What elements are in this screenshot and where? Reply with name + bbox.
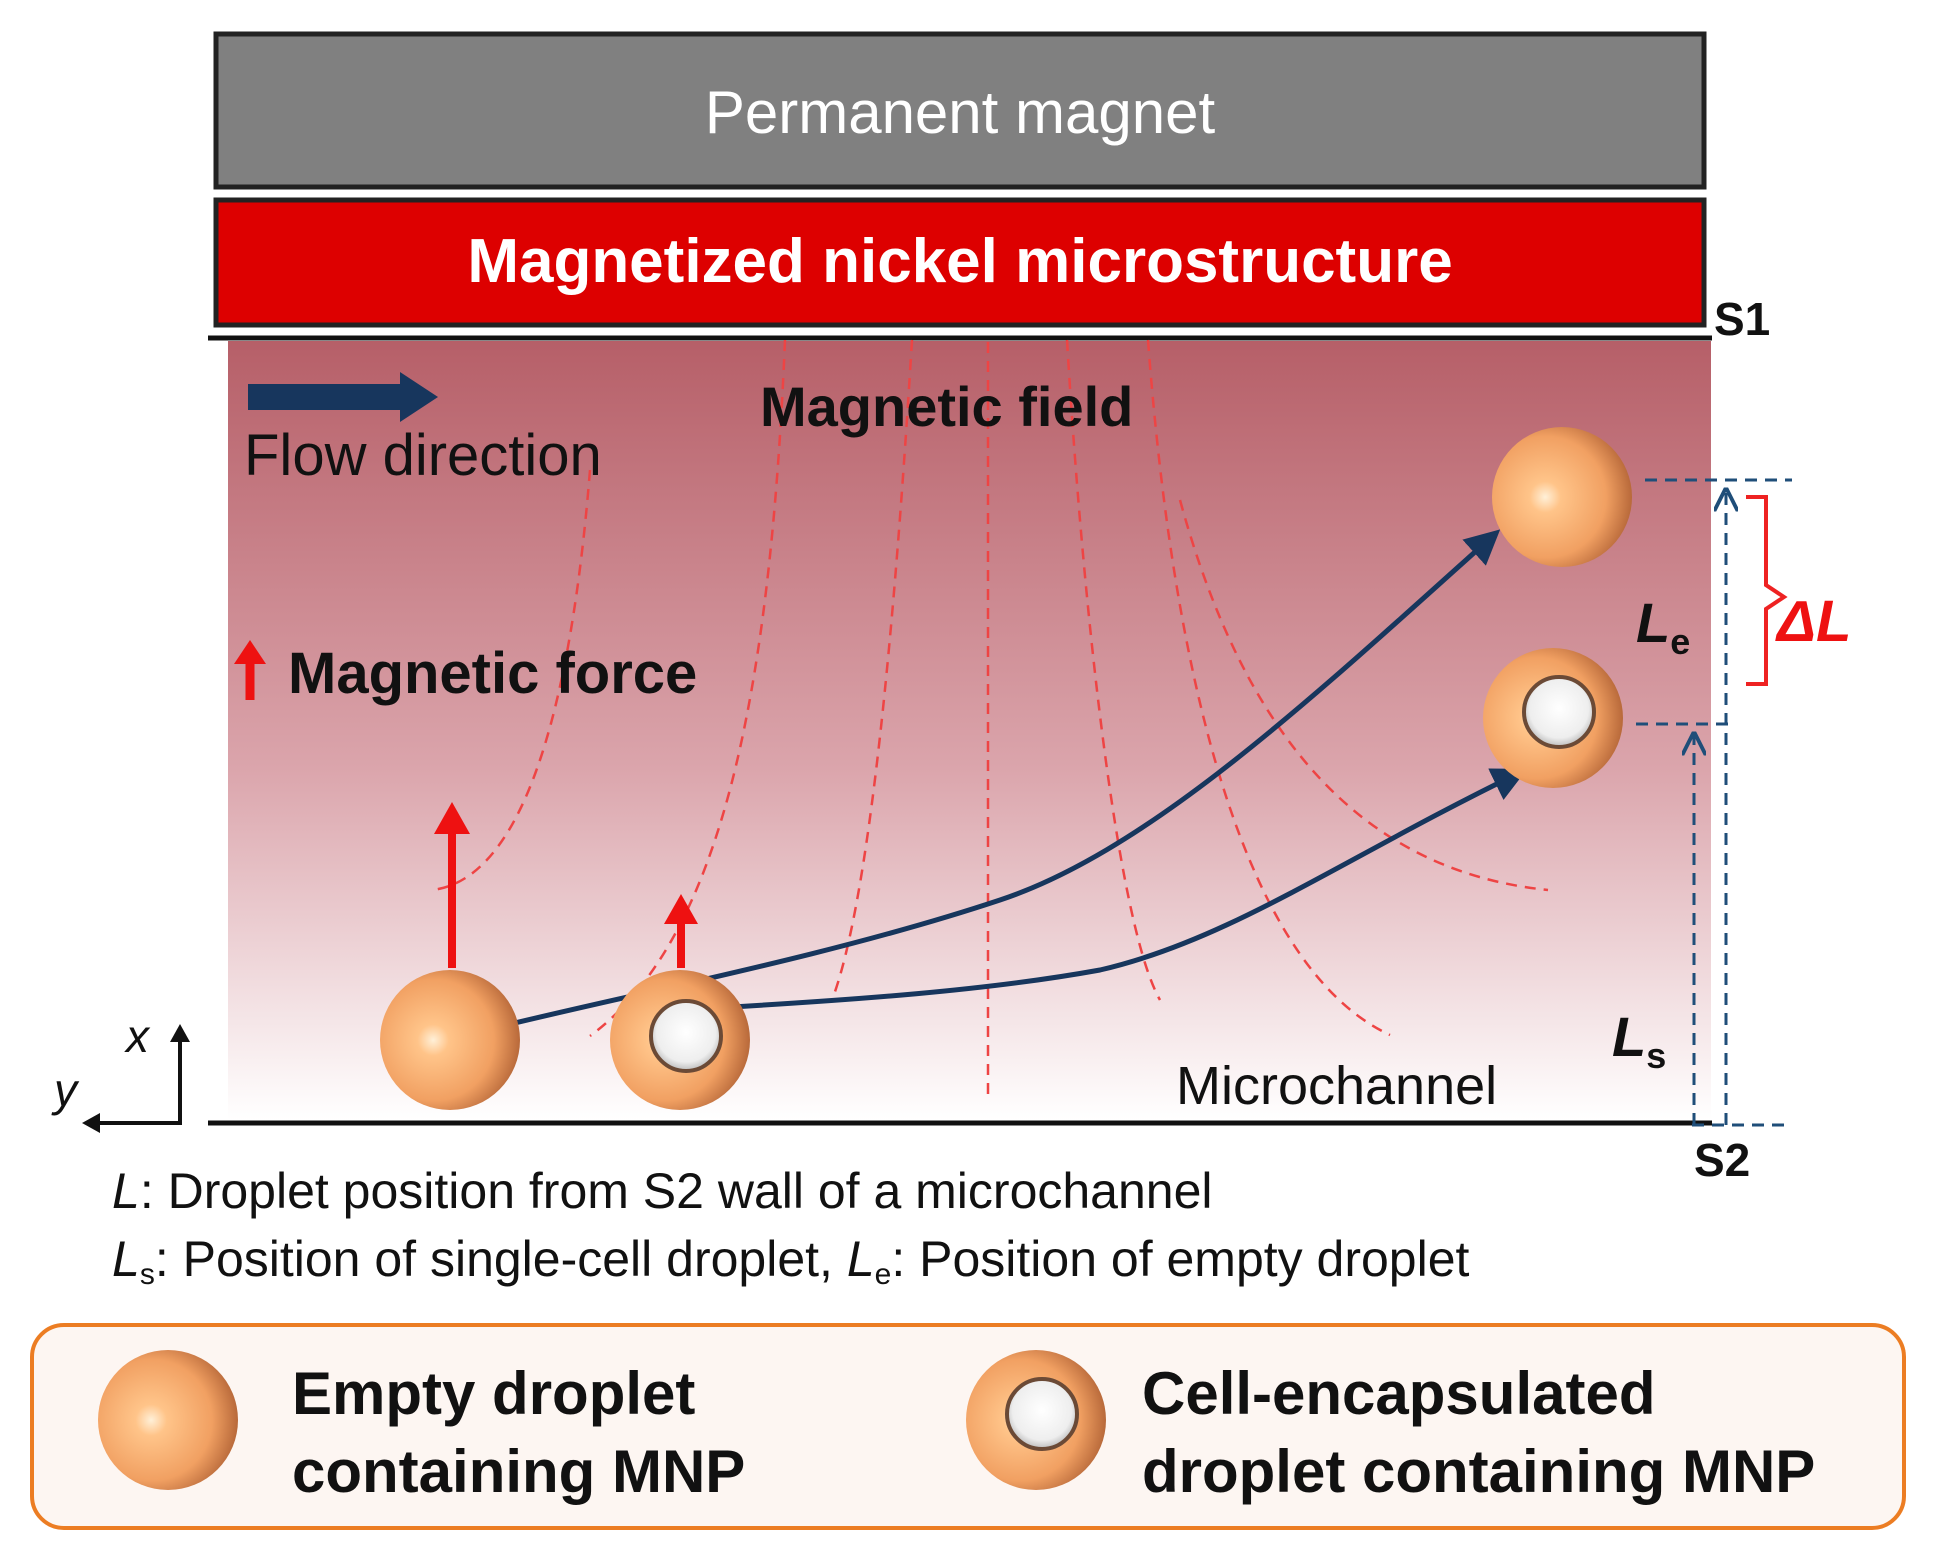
- empty-droplet-end: [1492, 427, 1632, 567]
- caption-line-2b-text: : Position of empty droplet: [891, 1231, 1470, 1287]
- coordinate-axes: x y: [51, 1010, 190, 1133]
- cell-droplet-trajectory: [679, 768, 1528, 1013]
- ls-label: Ls: [1612, 1005, 1666, 1076]
- force-arrow-cell-head: [664, 894, 698, 924]
- empty-droplet-start: [380, 970, 520, 1110]
- caption-l-symbol: L: [112, 1163, 140, 1219]
- y-axis-label: y: [51, 1064, 80, 1116]
- magnetic-force-label: Magnetic force: [288, 641, 697, 706]
- magnetic-field-label: Magnetic field: [760, 375, 1133, 438]
- legend-empty-droplet-icon: [98, 1350, 238, 1490]
- s2-label: S2: [1694, 1134, 1750, 1186]
- force-legend-arrowhead: [234, 640, 266, 664]
- delta-l-bracket: [1746, 495, 1788, 686]
- legend-empty-line-1: Empty droplet: [292, 1360, 696, 1427]
- cell-droplet-end: [1483, 648, 1623, 788]
- flow-direction-arrow: [400, 372, 438, 422]
- nickel-microstructure-label: Magnetized nickel microstructure: [467, 227, 1452, 296]
- caption-ls-symbol: L: [112, 1231, 140, 1287]
- legend-cell-droplet-icon: [966, 1350, 1106, 1490]
- flow-direction-label: Flow direction: [244, 423, 602, 488]
- delta-l-label: ΔL: [1775, 589, 1851, 654]
- caption-le-sub: e: [874, 1258, 892, 1291]
- flow-arrow-shaft: [248, 384, 403, 410]
- position-guides: [1636, 478, 1792, 1127]
- legend-cell-label: Cell-encapsulated droplet containing MNP: [1142, 1355, 1815, 1511]
- permanent-magnet-label: Permanent magnet: [705, 79, 1216, 146]
- le-label: Le: [1636, 591, 1690, 662]
- caption-line-2: Ls: Position of single-cell droplet, Le:…: [112, 1230, 1469, 1292]
- legend-empty-label: Empty droplet containing MNP: [292, 1355, 745, 1511]
- microchannel-label: Microchannel: [1176, 1056, 1497, 1116]
- permanent-magnet: Permanent magnet: [213, 31, 1707, 190]
- caption-line-2a-text: : Position of single-cell droplet,: [154, 1231, 847, 1287]
- caption-ls-sub: s: [139, 1258, 155, 1291]
- legend-cell-line-2: droplet containing MNP: [1142, 1438, 1816, 1505]
- legend-empty-line-2: containing MNP: [292, 1438, 746, 1505]
- empty-droplet-trajectory: [461, 529, 1501, 1039]
- x-axis-label: x: [124, 1010, 151, 1062]
- caption-le-symbol: L: [846, 1231, 875, 1287]
- s1-label: S1: [1714, 293, 1770, 345]
- caption-line-1-text: : Droplet position from S2 wall of a mic…: [139, 1163, 1213, 1219]
- force-arrow-empty-head: [434, 802, 470, 834]
- legend-cell-line-1: Cell-encapsulated: [1142, 1360, 1656, 1427]
- nickel-microstructure: Magnetized nickel microstructure: [213, 197, 1707, 328]
- caption-line-1: L: Droplet position from S2 wall of a mi…: [112, 1162, 1213, 1220]
- cell-droplet-start: [610, 970, 750, 1110]
